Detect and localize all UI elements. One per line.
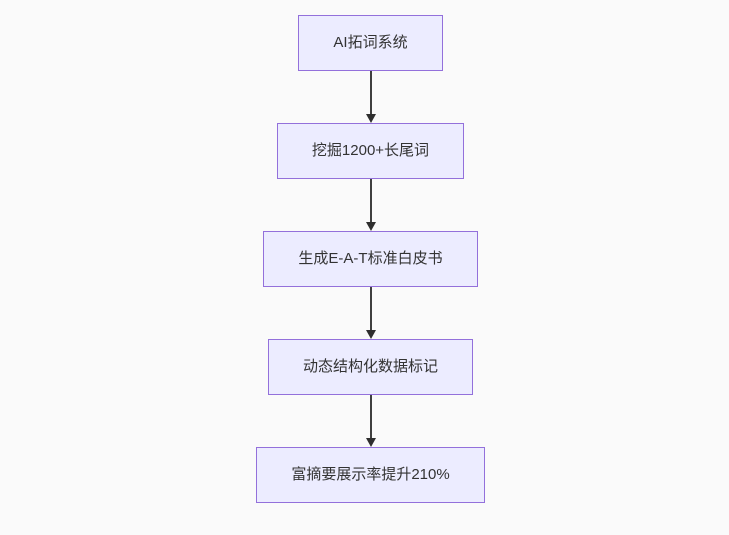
arrow-down-icon xyxy=(365,114,376,123)
arrow-down-icon xyxy=(365,438,376,447)
flow-node-structured-data-markup: 动态结构化数据标记 xyxy=(267,339,473,395)
arrow-down-icon xyxy=(365,330,376,339)
flow-node-longtail-keywords: 挖掘1200+长尾词 xyxy=(276,123,465,179)
flow-node-eat-whitepaper: 生成E-A-T标准白皮书 xyxy=(263,231,478,287)
flow-edge-2 xyxy=(365,179,376,231)
flow-edge-4 xyxy=(365,395,376,447)
flow-node-label: 挖掘1200+长尾词 xyxy=(311,142,430,159)
flow-node-label: 富摘要展示率提升210% xyxy=(291,466,450,483)
flow-node-ai-word-expansion-system: AI拓词系统 xyxy=(298,15,443,71)
flow-node-label: AI拓词系统 xyxy=(333,34,408,51)
flow-edge-1 xyxy=(365,71,376,123)
arrow-down-icon xyxy=(365,222,376,231)
flow-node-label: 生成E-A-T标准白皮书 xyxy=(298,250,443,267)
flow-node-rich-snippet-rate: 富摘要展示率提升210% xyxy=(256,447,485,503)
edge-line xyxy=(369,71,372,114)
edge-line xyxy=(369,395,372,438)
flow-node-label: 动态结构化数据标记 xyxy=(302,358,438,375)
flow-edge-3 xyxy=(365,287,376,339)
edge-line xyxy=(369,179,372,222)
flowchart: AI拓词系统 挖掘1200+长尾词 生成E-A-T标准白皮书 动态结构化数据标记 xyxy=(256,15,485,503)
edge-line xyxy=(369,287,372,330)
